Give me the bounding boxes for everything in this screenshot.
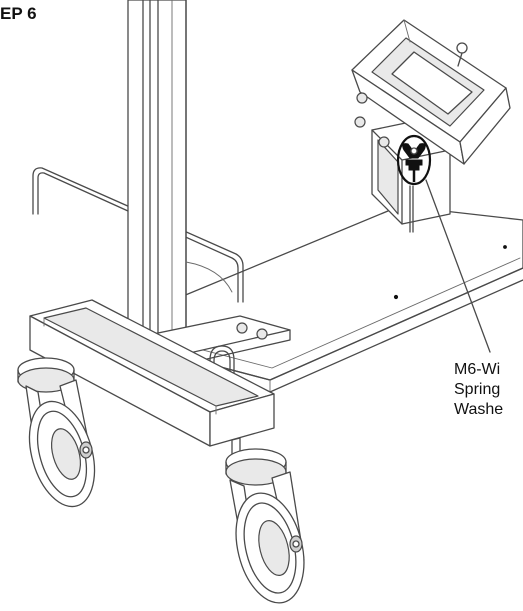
vertical-column <box>127 0 233 367</box>
leader-line <box>425 179 491 353</box>
holder-bracket <box>351 19 511 233</box>
callout-circle-icon <box>396 134 432 186</box>
callout-line-3: Washe <box>454 401 504 418</box>
callout-line-1: M6-Wi <box>454 361 501 378</box>
front-crossbar <box>29 299 275 475</box>
fastener-callout: M6-Wi Spring Washe <box>454 360 503 420</box>
fastener-highlight <box>396 134 432 186</box>
callout-line-2: Spring <box>454 381 501 398</box>
right-caster <box>225 448 305 604</box>
left-caster <box>17 357 96 508</box>
step-title: EP 6 <box>0 4 37 23</box>
